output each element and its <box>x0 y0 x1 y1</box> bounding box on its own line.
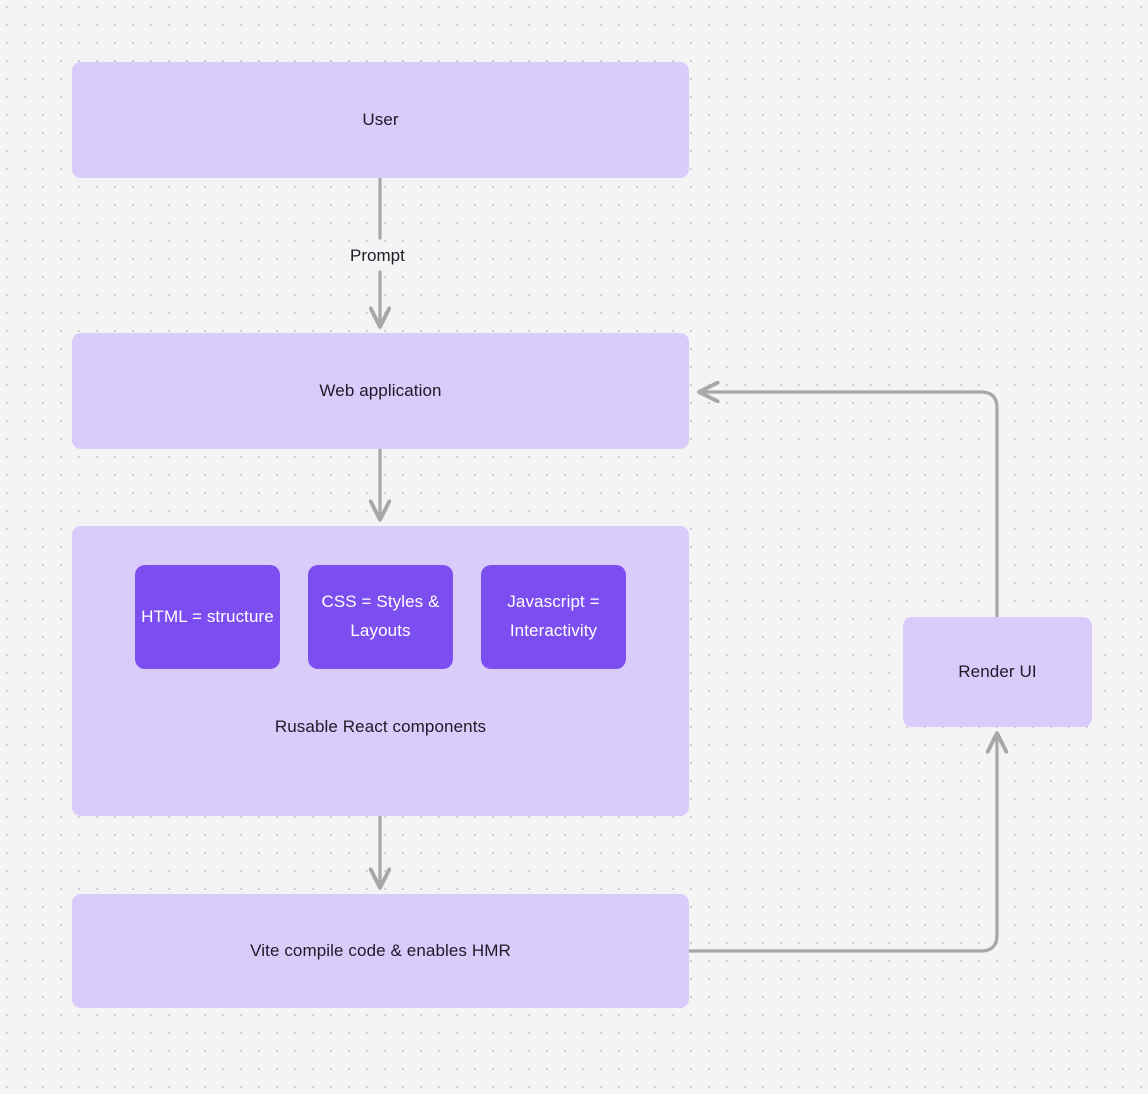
edge-vite-to-render <box>687 734 997 953</box>
node-vite[interactable]: Vite compile code & enables HMR <box>72 894 689 1008</box>
node-web-application[interactable]: Web application <box>72 333 689 449</box>
node-vite-label: Vite compile code & enables HMR <box>250 940 511 960</box>
components-caption: Rusable React components <box>274 717 487 736</box>
node-components-container[interactable]: HTML = structure CSS = Styles & Layouts … <box>72 526 689 816</box>
edge-label-prompt: Prompt <box>345 245 410 267</box>
node-user-label: User <box>362 109 399 129</box>
component-card-row: HTML = structure CSS = Styles & Layouts … <box>72 565 689 669</box>
card-css[interactable]: CSS = Styles & Layouts <box>308 565 453 669</box>
node-web-application-label: Web application <box>319 380 442 400</box>
edge-render-to-webapp <box>700 392 999 619</box>
card-css-label: CSS = Styles & Layouts <box>321 592 440 640</box>
node-render-ui-label: Render UI <box>958 661 1037 681</box>
card-html[interactable]: HTML = structure <box>135 565 280 669</box>
card-javascript[interactable]: Javascript = Interactivity <box>481 565 626 669</box>
card-javascript-label: Javascript = Interactivity <box>507 592 600 640</box>
card-html-label: HTML = structure <box>141 606 274 626</box>
node-user[interactable]: User <box>72 62 689 178</box>
node-render-ui[interactable]: Render UI <box>903 617 1092 727</box>
